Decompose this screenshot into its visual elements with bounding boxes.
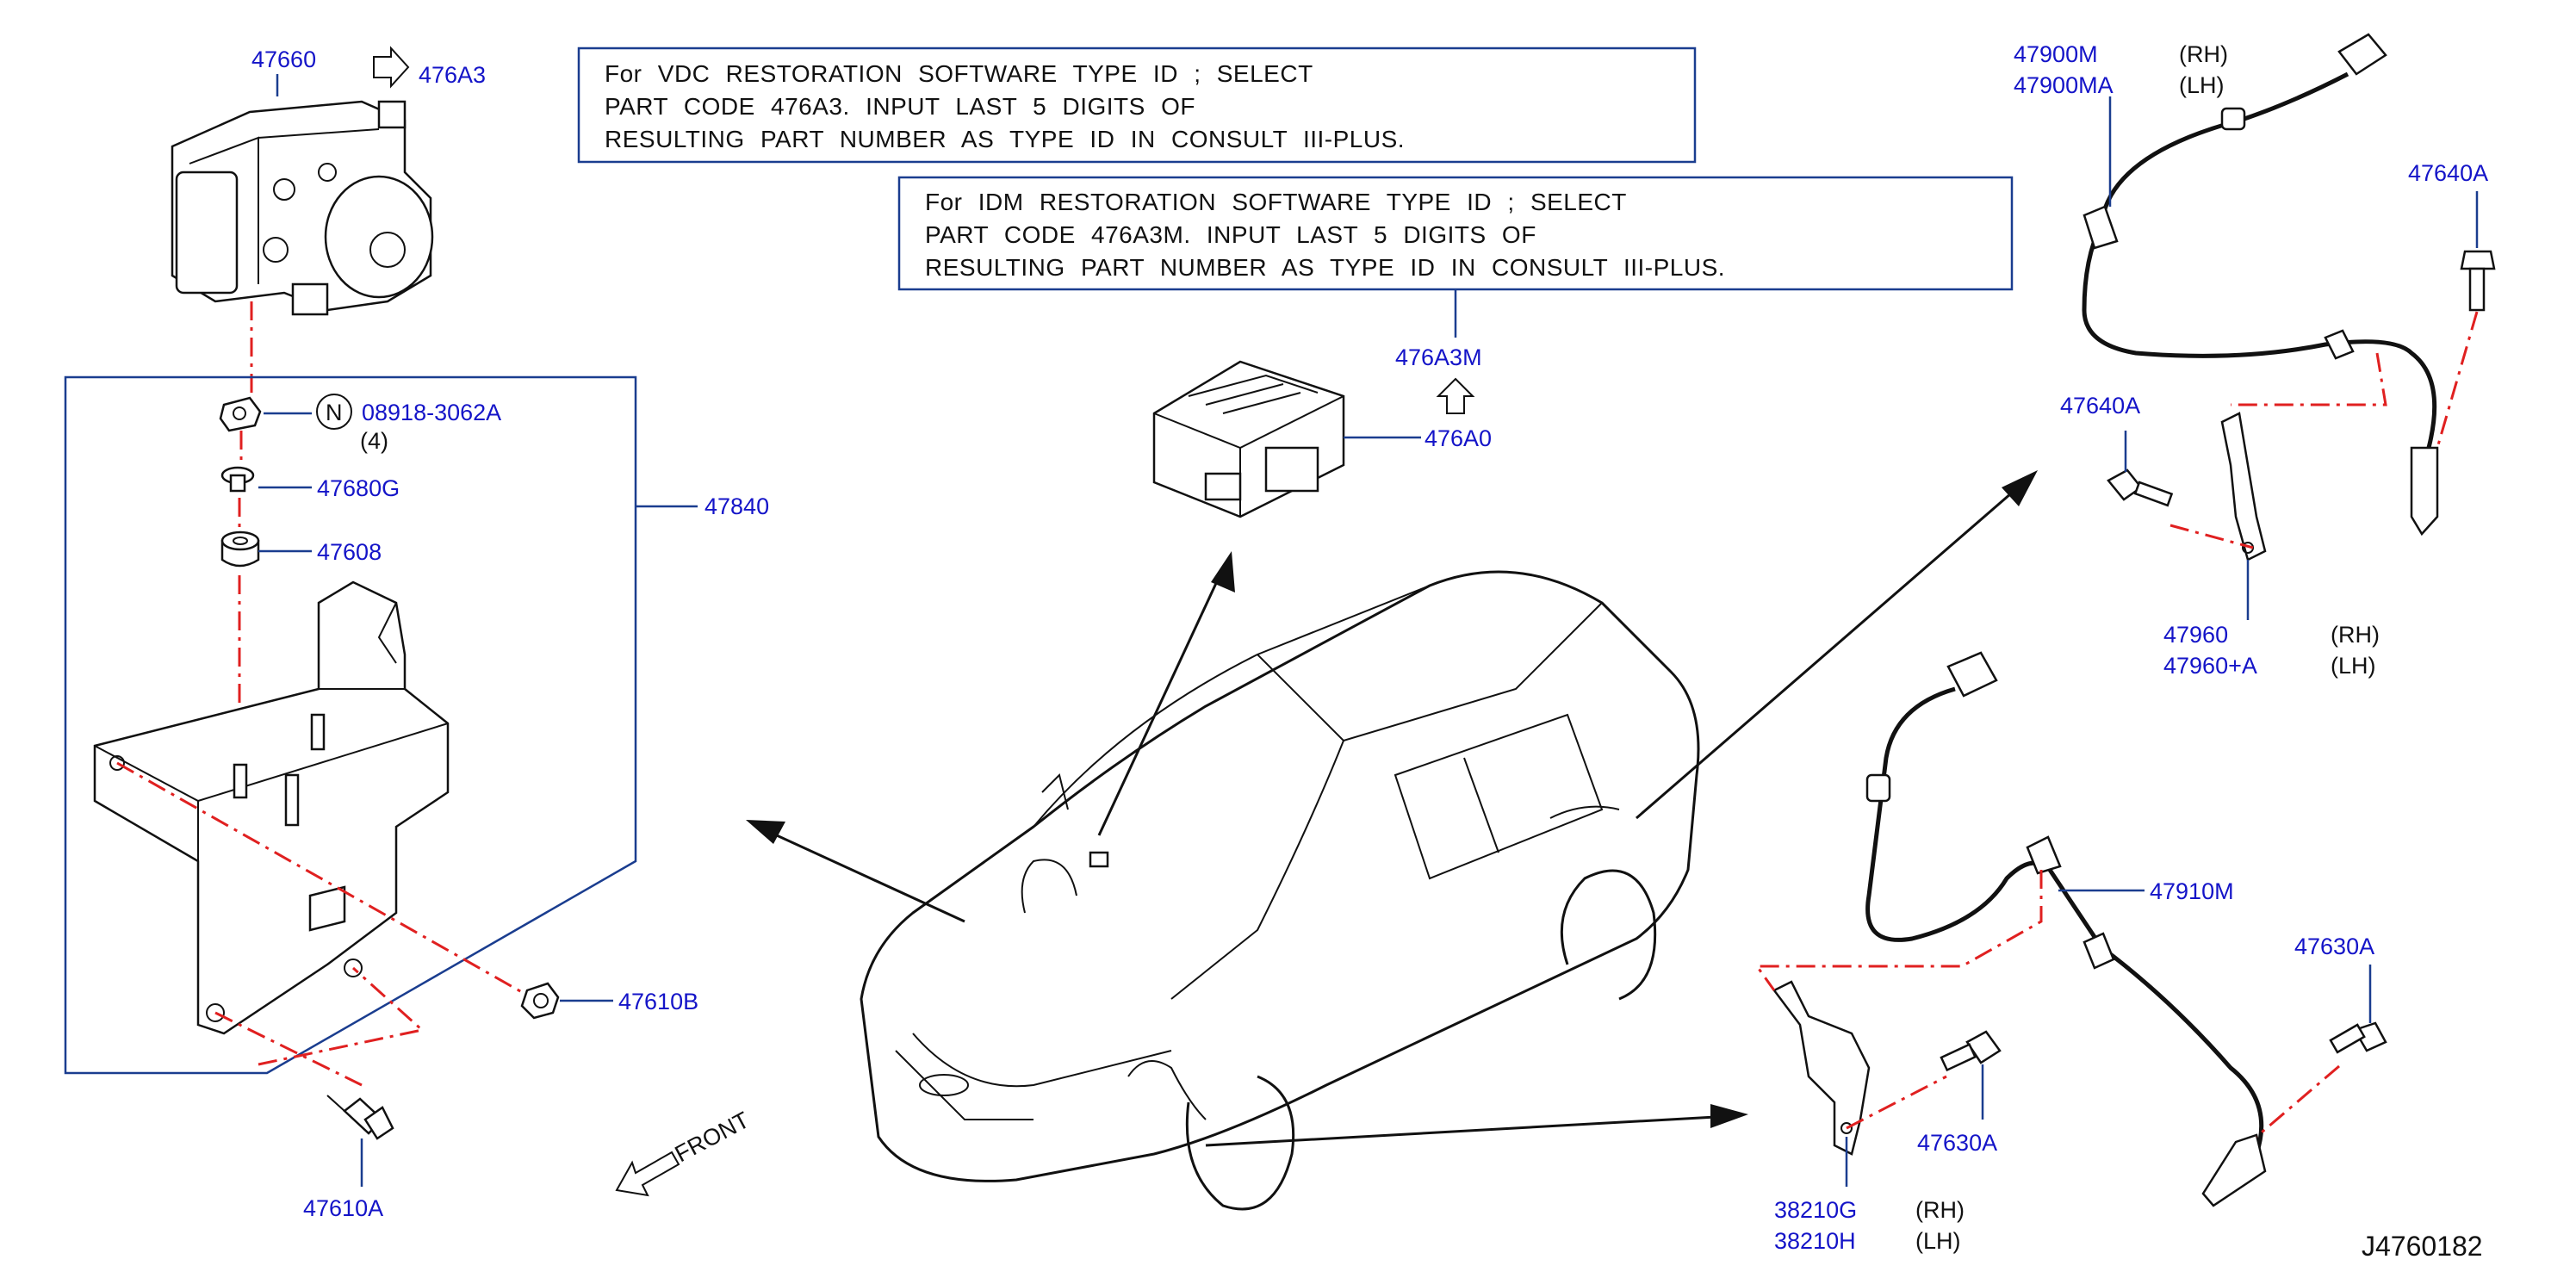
part-47960A-label[interactable]: 47960+A xyxy=(2163,653,2257,679)
bolt-47630A-right xyxy=(2329,1021,2387,1054)
vdc-note-line-2: PART CODE 476A3. INPUT LAST 5 DIGITS OF xyxy=(605,93,1195,120)
part-08918-quantity: (4) xyxy=(360,428,388,454)
part-47900MA-label[interactable]: 47900MA xyxy=(2014,72,2114,98)
control-module-476A0 xyxy=(1152,360,1345,518)
part-47960-label[interactable]: 47960 xyxy=(2163,622,2228,648)
part-47610A-label[interactable]: 47610A xyxy=(303,1195,383,1221)
bolt-47610B xyxy=(520,982,560,1020)
part-47960A-side: (LH) xyxy=(2331,653,2376,679)
bolt-47640A-top xyxy=(2460,250,2496,312)
part-47900M-label[interactable]: 47900M xyxy=(2014,41,2098,67)
new-part-symbol: N xyxy=(326,400,343,425)
idm-note-line-3: RESULTING PART NUMBER AS TYPE ID IN CONS… xyxy=(925,254,1725,281)
see-reference-arrow-icon xyxy=(373,46,410,89)
part-476A0-label[interactable]: 476A0 xyxy=(1425,425,1492,451)
vdc-note-line-3: RESULTING PART NUMBER AS TYPE ID IN CONS… xyxy=(605,126,1405,152)
rear-wheel-sensor-47910M xyxy=(1865,651,2267,1207)
part-47608-label[interactable]: 47608 xyxy=(317,539,382,565)
vehicle-outline xyxy=(860,570,1700,1211)
bushing-47608 xyxy=(220,530,260,568)
bolt-47640A-mid xyxy=(2107,468,2174,507)
vdc-note-line-1: For VDC RESTORATION SOFTWARE TYPE ID ; S… xyxy=(605,60,1313,87)
part-47660-label[interactable]: 47660 xyxy=(251,47,316,72)
front-label: FRONT xyxy=(671,1107,754,1167)
front-arrow-icon xyxy=(615,1151,680,1197)
sensor-bracket-47960 xyxy=(2220,412,2267,561)
part-476A3M-label[interactable]: 476A3M xyxy=(1395,344,1482,370)
callout-arrows xyxy=(746,470,2038,1147)
vdc-note-box: For VDC RESTORATION SOFTWARE TYPE ID ; S… xyxy=(577,47,1697,164)
part-38210H-side: (LH) xyxy=(1915,1228,1961,1254)
washer-47680G xyxy=(220,466,255,493)
part-47640A-top-label[interactable]: 47640A xyxy=(2408,160,2488,186)
nut-08918 xyxy=(219,396,262,432)
abs-actuator-unit xyxy=(171,100,434,316)
part-476A3-label[interactable]: 476A3 xyxy=(419,62,486,88)
abs-bracket xyxy=(93,580,450,1035)
idm-note-box: For IDM RESTORATION SOFTWARE TYPE ID ; S… xyxy=(897,176,2014,338)
bolt-47630A-mid xyxy=(1940,1030,2002,1072)
front-wheel-sensor-47900M xyxy=(2082,33,2439,537)
part-38210G-label[interactable]: 38210G xyxy=(1774,1197,1857,1223)
part-47960-side: (RH) xyxy=(2331,622,2380,648)
part-08918-3062A-label[interactable]: 08918-3062A xyxy=(362,400,501,425)
part-47910M-label[interactable]: 47910M xyxy=(2150,878,2234,904)
diagram-code: J4760182 xyxy=(2362,1231,2483,1262)
idm-note-line-2: PART CODE 476A3M. INPUT LAST 5 DIGITS OF xyxy=(925,221,1536,248)
part-38210H-label[interactable]: 38210H xyxy=(1774,1228,1856,1254)
part-47840-label[interactable]: 47840 xyxy=(705,493,769,519)
part-47640A-mid-label[interactable]: 47640A xyxy=(2060,393,2140,419)
part-38210G-side: (RH) xyxy=(1915,1197,1965,1223)
part-47630A-right-label[interactable]: 47630A xyxy=(2294,934,2374,959)
see-reference-up-arrow-icon xyxy=(1436,377,1475,414)
part-47630A-mid-label[interactable]: 47630A xyxy=(1917,1130,1997,1156)
part-47610B-label[interactable]: 47610B xyxy=(618,989,698,1014)
part-47900M-side: (RH) xyxy=(2179,41,2228,67)
bolt-47610A xyxy=(326,1095,394,1140)
idm-note-line-1: For IDM RESTORATION SOFTWARE TYPE ID ; S… xyxy=(925,189,1627,215)
part-47900MA-side: (LH) xyxy=(2179,72,2225,98)
sensor-bracket-38210G xyxy=(1772,980,1871,1156)
part-47680G-label[interactable]: 47680G xyxy=(317,475,400,501)
